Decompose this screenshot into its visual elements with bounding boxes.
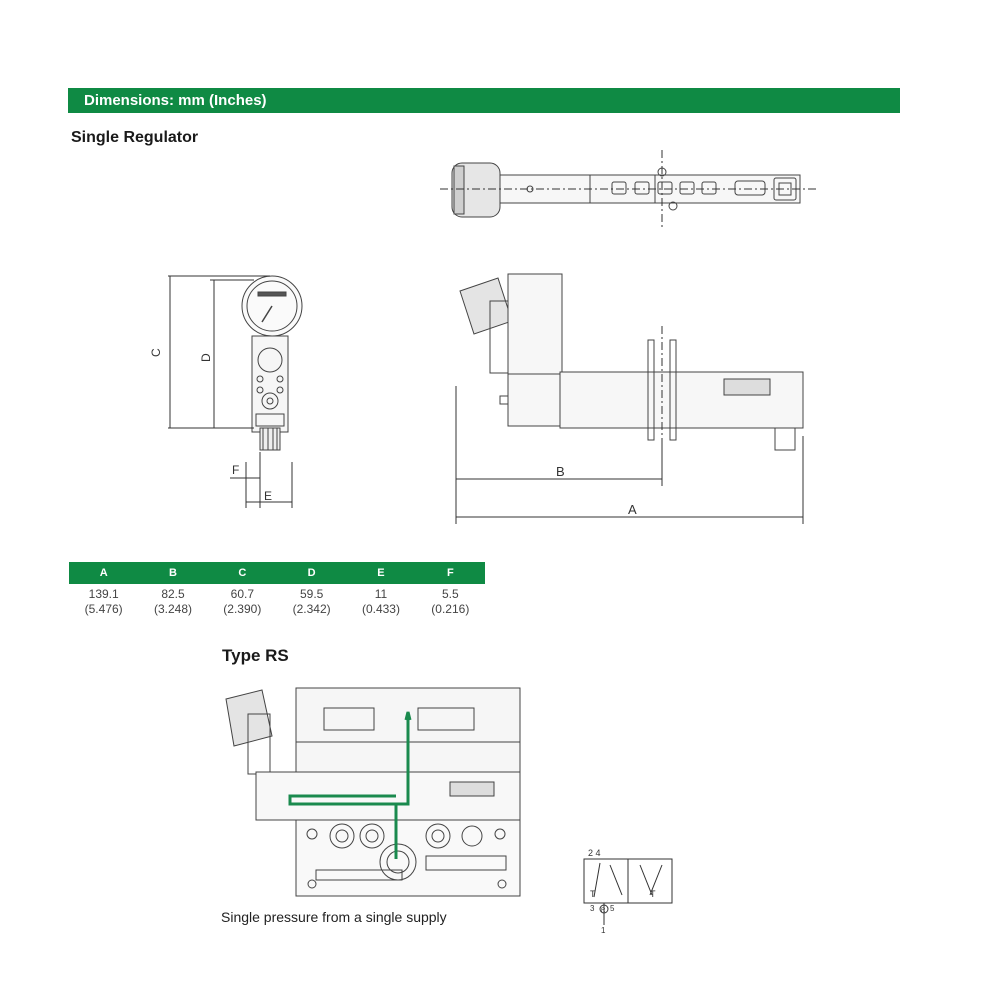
header-d: D	[276, 562, 347, 584]
dim-e-label: E	[264, 489, 272, 503]
port-5-label: 5	[610, 904, 615, 913]
valve-schematic: 2 4 T T 3 5 R 1	[583, 848, 673, 935]
regulator-symbol-label: R	[601, 908, 606, 914]
cell-a-in: (5.476)	[84, 602, 123, 616]
cell-d-mm: 59.5	[299, 587, 324, 601]
cell-e-in: (0.433)	[361, 602, 400, 616]
cell-c-in: (2.390)	[223, 602, 262, 616]
section-banner: Dimensions: mm (Inches)	[68, 88, 900, 113]
cell-b-mm: 82.5	[161, 587, 185, 601]
cell-e-mm: 11	[374, 587, 388, 601]
table-row-mm: 139.1 82.5 60.7 59.5 11 5.5	[69, 584, 485, 602]
dimensions-table-header-row: A B C D E F	[69, 562, 485, 584]
type-rs-heading: Type RS	[222, 646, 289, 665]
dim-d-label: D	[199, 353, 213, 362]
type-rs-caption: Single pressure from a single supply	[221, 909, 447, 925]
port-1-label: 1	[601, 926, 606, 935]
top-view-drawing	[440, 150, 818, 228]
header-e: E	[346, 562, 416, 584]
front-view-drawing: C D F E	[150, 275, 303, 508]
table-row-inches: (5.476) (3.248) (2.390) (2.342) (0.433) …	[69, 602, 485, 617]
dim-a-label: A	[628, 502, 637, 517]
cell-b-in: (3.248)	[153, 602, 192, 616]
header-a: A	[69, 562, 139, 584]
header-c: C	[207, 562, 277, 584]
cell-a-mm: 139.1	[88, 587, 119, 601]
t-right-label: T	[650, 889, 656, 899]
section-banner-title: Dimensions: mm (Inches)	[84, 92, 267, 109]
cell-f-in: (0.216)	[431, 602, 470, 616]
dim-f-label: F	[232, 463, 239, 477]
t-left-label: T	[590, 889, 596, 899]
dim-c-label: C	[150, 348, 163, 357]
single-regulator-heading: Single Regulator	[71, 129, 199, 146]
port-3-label: 3	[590, 904, 595, 913]
dim-b-label: B	[556, 464, 565, 479]
port-2-4-label: 2 4	[588, 848, 601, 858]
dimensions-table: A B C D E F 139.1 82.5 60.7 59.5 11 5.5 …	[69, 562, 485, 617]
header-b: B	[138, 562, 208, 584]
cell-f-mm: 5.5	[441, 587, 459, 601]
type-rs-drawing	[225, 687, 521, 897]
cell-d-in: (2.342)	[292, 602, 331, 616]
side-view-drawing: B A	[455, 273, 804, 524]
cell-c-mm: 60.7	[230, 587, 254, 601]
header-f: F	[415, 562, 485, 584]
